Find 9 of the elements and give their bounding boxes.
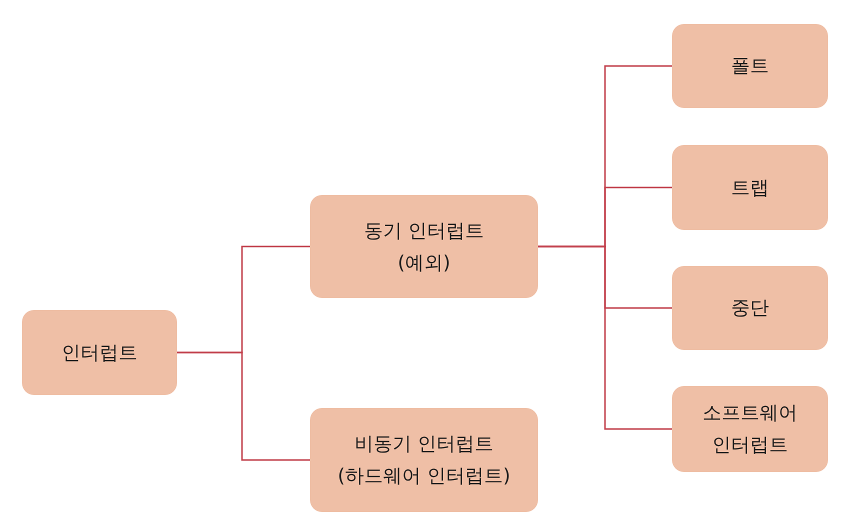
process-box: 트랩 bbox=[672, 145, 828, 230]
connector-line bbox=[538, 246, 672, 430]
process-box: 폴트 bbox=[672, 24, 828, 108]
connector-line bbox=[177, 352, 310, 461]
process-box: 소프트웨어 인터럽트 bbox=[672, 386, 828, 472]
process-box: 비동기 인터럽트 (하드웨어 인터럽트) bbox=[310, 408, 538, 512]
process-box: 인터럽트 bbox=[22, 310, 177, 395]
process-box: 중단 bbox=[672, 266, 828, 350]
process-box: 동기 인터럽트 (예외) bbox=[310, 195, 538, 298]
